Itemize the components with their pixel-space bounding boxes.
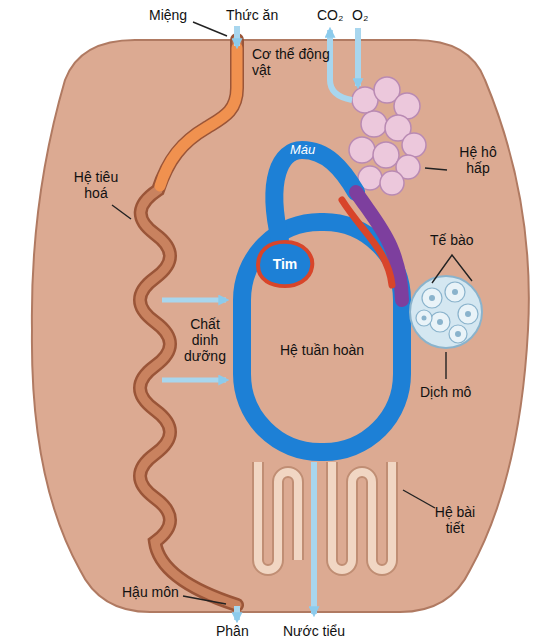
cell-nuclei — [422, 289, 472, 337]
gut-outline — [140, 40, 237, 605]
cell — [416, 310, 432, 326]
alveolus — [361, 111, 387, 137]
urine-duct — [311, 462, 317, 614]
tubule — [258, 462, 298, 570]
heart-outline — [258, 242, 312, 286]
nucleus — [422, 316, 427, 321]
alveolus — [349, 137, 375, 163]
alveolus — [380, 171, 404, 195]
leader-line — [445, 352, 446, 379]
leader-lines — [112, 22, 472, 604]
callout-label: Thức ăn — [226, 7, 278, 23]
leader-line — [425, 168, 447, 170]
alveolus — [402, 133, 426, 157]
o2-arrow — [355, 28, 361, 86]
cell-group — [416, 282, 478, 343]
stomach — [160, 48, 237, 186]
callout-label: O₂ — [352, 7, 368, 23]
faeces-arrow — [234, 606, 240, 620]
blood-loop — [242, 222, 402, 452]
lung-cluster — [349, 77, 426, 195]
alveolus — [373, 142, 399, 168]
blood-vessel — [274, 150, 356, 240]
nutrient-arrow — [162, 298, 226, 303]
body-heading: Cơ thể động vật — [252, 46, 330, 78]
cell — [458, 304, 478, 324]
callout-label: Phân — [216, 623, 249, 639]
cell — [445, 282, 465, 302]
leader-line — [193, 22, 227, 36]
cell — [422, 288, 442, 308]
cell — [449, 325, 467, 343]
cell — [430, 312, 450, 332]
nutrient-arrow — [162, 378, 226, 383]
body-outline-path — [32, 40, 529, 612]
leader-bracket — [432, 255, 472, 283]
nucleus — [465, 311, 471, 317]
callout-label: Miệng — [149, 7, 187, 23]
tissue — [410, 276, 482, 348]
tubule — [332, 462, 392, 570]
nucleus — [429, 295, 435, 301]
callout-label: Nước tiểu — [283, 623, 345, 639]
oxygenated-vessel — [342, 200, 392, 285]
co2-arrow — [330, 30, 352, 100]
organ-name: Tim — [273, 256, 298, 272]
nucleus — [455, 331, 461, 337]
food-arrow — [234, 26, 240, 46]
leader-line — [183, 596, 226, 604]
callout-label: CO₂ — [317, 7, 343, 23]
leader-line — [403, 490, 435, 508]
gut-tube — [140, 40, 237, 605]
heart-organ: Tim — [254, 238, 316, 290]
leader-line — [112, 205, 131, 219]
tubule-outline — [332, 462, 392, 570]
nucleus — [437, 319, 443, 325]
tubule-outline — [258, 462, 298, 570]
nucleus — [452, 289, 458, 295]
